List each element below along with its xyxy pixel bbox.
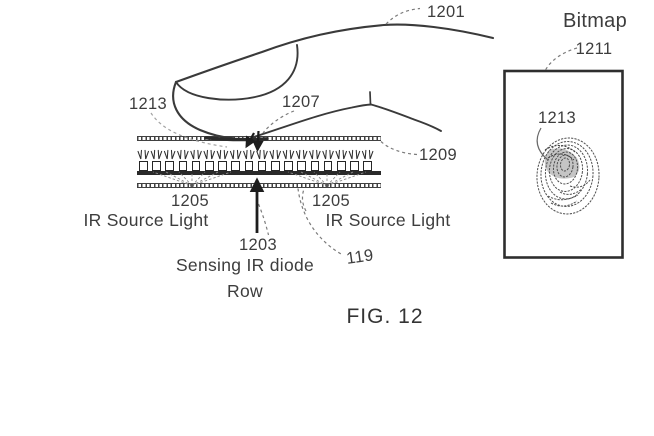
ref-1203: 1203 xyxy=(239,236,277,254)
leader-1203 xyxy=(257,203,270,236)
ref-1205-left: 1205 xyxy=(171,192,209,210)
leader-1209 xyxy=(380,141,418,156)
fingertip-underside xyxy=(172,80,235,140)
fingerprint-drawing xyxy=(536,137,600,215)
bitmap-title: Bitmap xyxy=(562,10,628,32)
knuckle-crease xyxy=(369,91,372,106)
finger-underside-right xyxy=(251,103,372,139)
reflection-arrows xyxy=(245,130,264,153)
contact-press-mark xyxy=(204,136,269,142)
label-sensing-ir-diode: Sensing IR diode xyxy=(175,255,315,275)
leader-1211 xyxy=(544,47,578,71)
ref-1211: 1211 xyxy=(575,40,613,58)
leader-119 xyxy=(297,188,342,255)
ref-1205-right: 1205 xyxy=(312,192,350,210)
ir-source-point-right xyxy=(325,183,329,188)
finger-underside-far-right xyxy=(370,103,442,132)
ir-source-fan-left xyxy=(152,171,232,186)
leader-1207 xyxy=(262,110,295,134)
bitmap-box xyxy=(503,69,624,259)
label-row: Row xyxy=(227,281,263,301)
leader-1205-right xyxy=(301,188,307,212)
ref-1213-left: 1213 xyxy=(129,95,167,113)
ir-ray-glyphs xyxy=(137,149,374,160)
leader-1201 xyxy=(385,7,421,25)
label-ir-source-light-right: IR Source Light xyxy=(325,210,451,230)
fingernail xyxy=(175,44,299,101)
ref-1207: 1207 xyxy=(282,93,320,111)
leader-1213-left xyxy=(150,112,228,148)
ir-source-fan-right xyxy=(287,171,367,186)
figure-caption: FIG. 12 xyxy=(346,305,424,328)
label-ir-source-light-left: IR Source Light xyxy=(83,210,209,230)
diode-base-line xyxy=(137,170,381,175)
ref-1201: 1201 xyxy=(427,3,465,21)
leader-1213-bitmap xyxy=(536,127,549,161)
ref-1213-bitmap: 1213 xyxy=(538,109,576,127)
ref-1209: 1209 xyxy=(419,146,457,164)
ir-source-point-left xyxy=(190,183,194,188)
ref-119: 119 xyxy=(345,246,375,268)
finger-top-outline xyxy=(174,23,495,84)
